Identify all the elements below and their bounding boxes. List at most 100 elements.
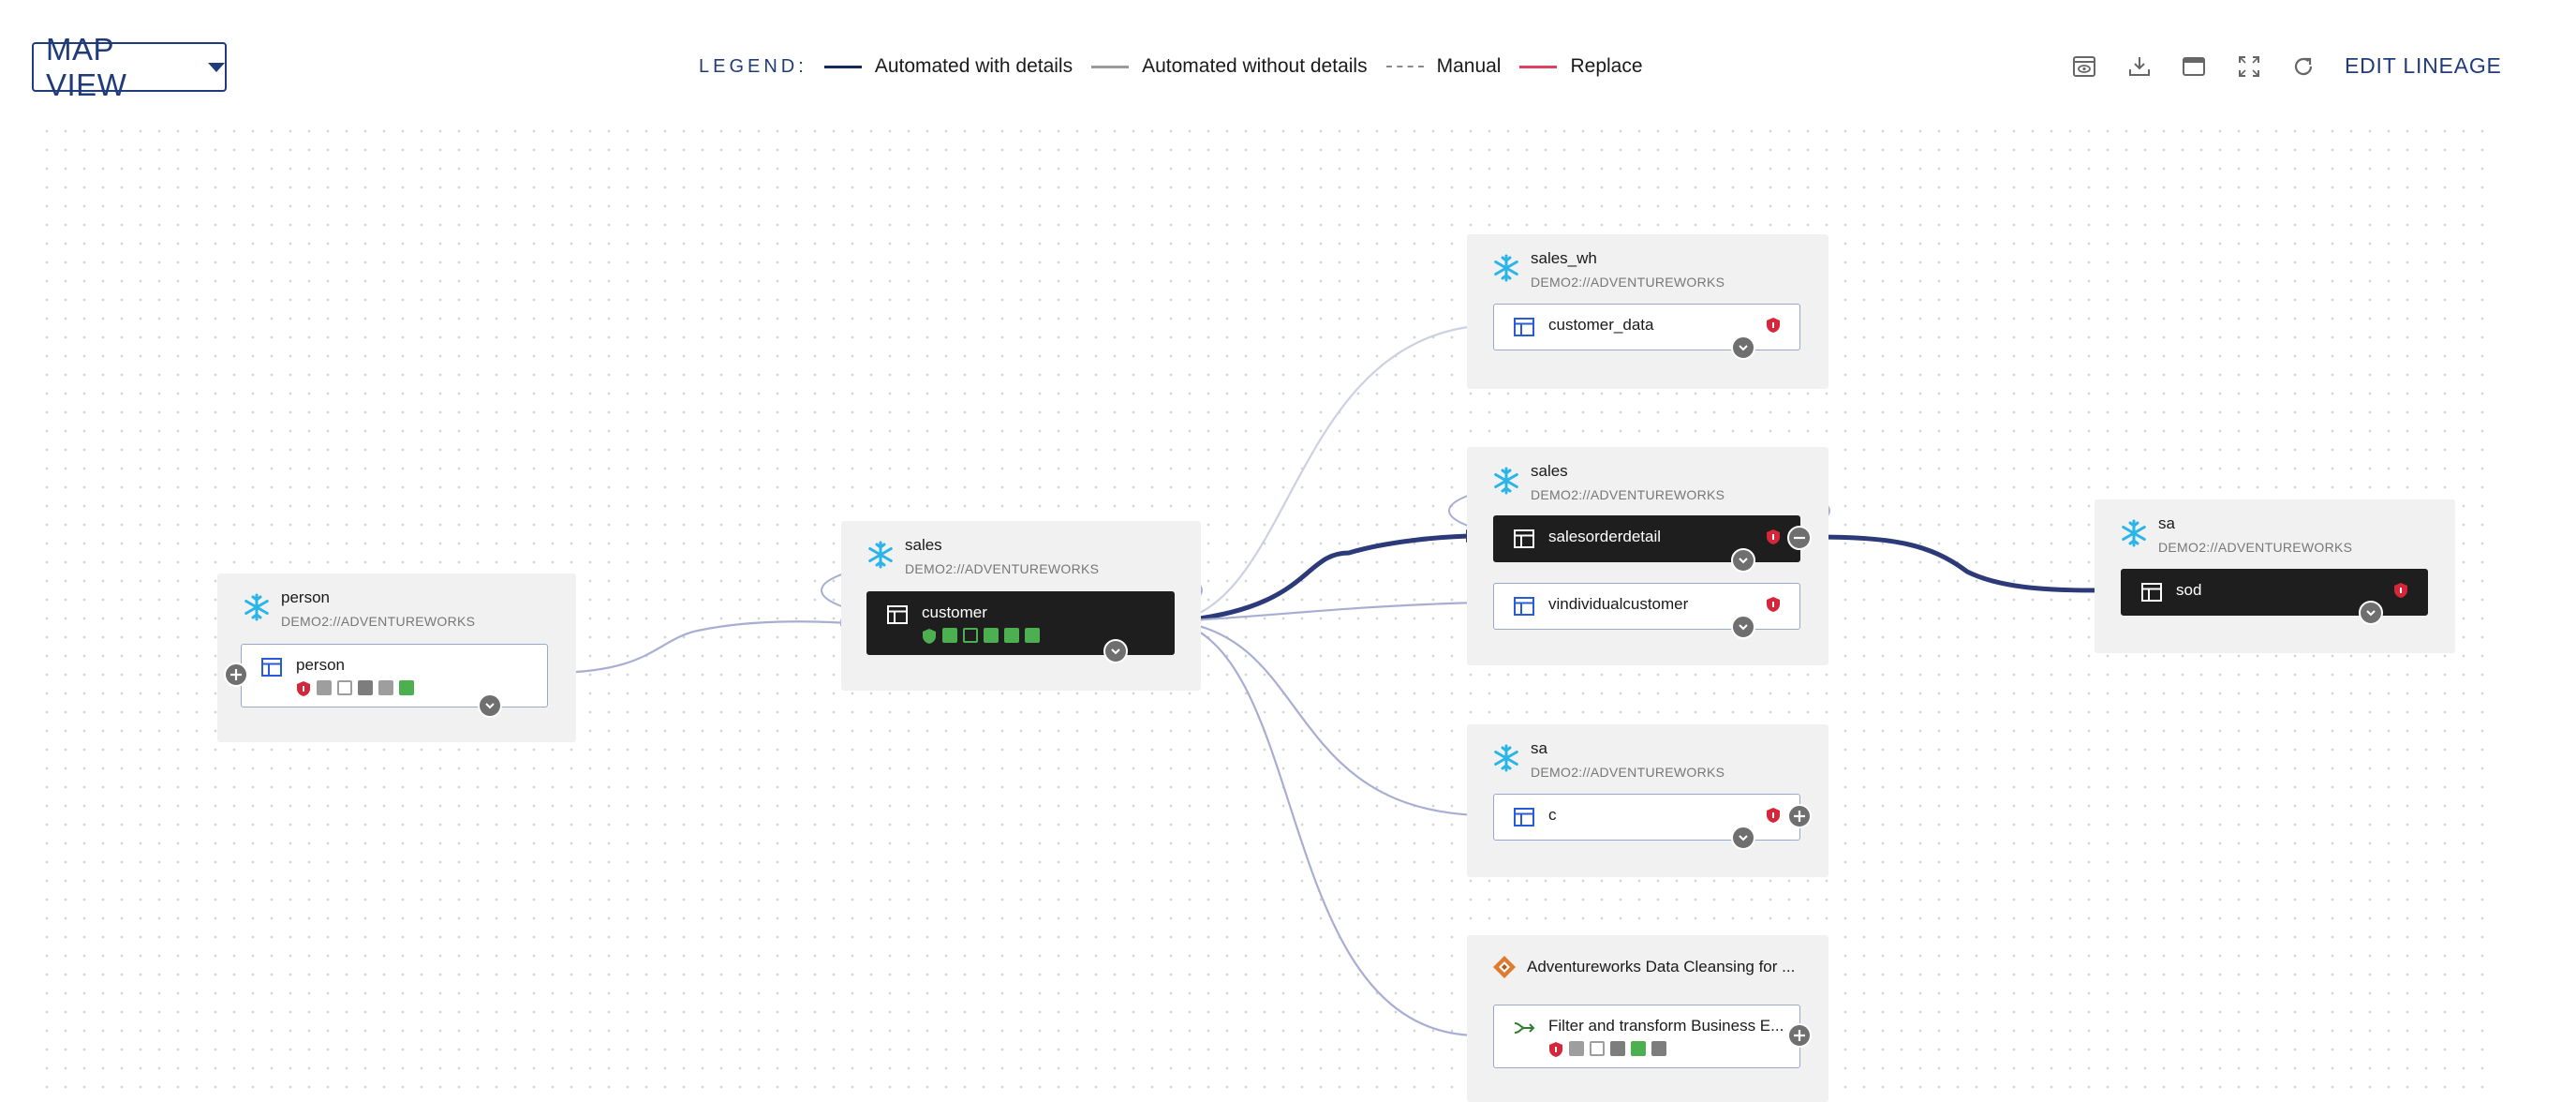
- plus-icon: [1794, 1030, 1805, 1041]
- group-header: person DEMO2://ADVENTUREWORKS: [242, 588, 475, 630]
- refresh-icon[interactable]: [2289, 52, 2317, 81]
- user-icon: [399, 680, 414, 695]
- group-header: Adventureworks Data Cleansing for ...: [1491, 954, 1795, 980]
- group-subtitle: DEMO2://ADVENTUREWORKS: [2158, 540, 2353, 555]
- mail-icon: [963, 628, 978, 643]
- table-icon: [1514, 529, 1534, 548]
- snowflake-icon: [2122, 519, 2146, 547]
- node-name: Filter and transform Business E...: [1548, 1017, 1784, 1035]
- download-icon[interactable]: [2125, 52, 2154, 81]
- expand-columns-button[interactable]: [478, 693, 502, 718]
- expand-columns-button[interactable]: [2359, 601, 2383, 625]
- chevron-down-icon: [1111, 648, 1120, 655]
- snowflake-icon: [868, 541, 893, 569]
- legend-label-manual: Manual: [1436, 55, 1502, 77]
- snowflake-icon: [1494, 254, 1518, 282]
- map-view-dropdown[interactable]: MAP VIEW: [32, 32, 227, 102]
- group-header: sales DEMO2://ADVENTUREWORKS: [866, 536, 1099, 577]
- shield-icon: [2394, 583, 2407, 598]
- snowflake-icon: [244, 593, 269, 621]
- group-subtitle: DEMO2://ADVENTUREWORKS: [1531, 487, 1725, 502]
- group-subtitle: DEMO2://ADVENTUREWORKS: [281, 614, 476, 629]
- mail-icon: [337, 680, 352, 695]
- chevron-down-icon: [208, 62, 225, 72]
- node-filter-transform[interactable]: Filter and transform Business E...: [1493, 1005, 1800, 1068]
- table-icon: [261, 658, 282, 677]
- group-title: sales: [1531, 462, 1568, 480]
- node-person[interactable]: person: [241, 644, 548, 707]
- fullscreen-icon[interactable]: [2235, 52, 2263, 81]
- info-icon: [358, 680, 373, 695]
- legend: LEGEND: Automated with details Automated…: [699, 52, 1662, 81]
- legend-title: LEGEND:: [699, 55, 807, 77]
- group-title: person: [281, 588, 330, 606]
- snowflake-icon: [1494, 467, 1518, 495]
- expand-downstream-button[interactable]: [1787, 804, 1812, 828]
- node-badges: [922, 628, 1040, 645]
- document-icon: [378, 680, 393, 695]
- map-view-label: MAP VIEW: [46, 31, 127, 102]
- group-title: sa: [2158, 514, 2175, 532]
- expand-columns-button[interactable]: [1731, 615, 1755, 639]
- shield-icon: [1767, 318, 1780, 333]
- eye-icon[interactable]: [2070, 52, 2098, 81]
- plus-icon: [1794, 811, 1805, 822]
- expand-columns-button[interactable]: [1731, 548, 1755, 573]
- minus-icon: [1794, 536, 1805, 540]
- info-icon: [1610, 1041, 1625, 1056]
- snowflake-icon: [1494, 744, 1518, 772]
- group-job[interactable]: Adventureworks Data Cleansing for ... Fi…: [1467, 935, 1828, 1102]
- group-subtitle: DEMO2://ADVENTUREWORKS: [1531, 765, 1725, 780]
- document-icon: [1004, 628, 1019, 643]
- expand-columns-button[interactable]: [1103, 639, 1128, 663]
- chevron-down-icon: [1739, 835, 1748, 841]
- group-sales-target[interactable]: sales DEMO2://ADVENTUREWORKS salesorderd…: [1467, 447, 1828, 665]
- node-vindividualcustomer[interactable]: vindividualcustomer: [1493, 583, 1800, 630]
- legend-label-replace: Replace: [1570, 55, 1643, 77]
- legend-swatch-automated-details: [823, 65, 862, 68]
- node-name: person: [296, 656, 345, 674]
- node-name: customer: [922, 603, 987, 621]
- node-badges: [1548, 1041, 1666, 1058]
- group-sales-source[interactable]: sales DEMO2://ADVENTUREWORKS customer: [841, 521, 1201, 691]
- edit-lineage-button[interactable]: EDIT LINEAGE: [2345, 53, 2502, 78]
- expand-columns-button[interactable]: [1731, 335, 1755, 360]
- group-title: sa: [1531, 739, 1547, 757]
- group-sa-sod[interactable]: sa DEMO2://ADVENTUREWORKS sod: [2095, 499, 2455, 653]
- expand-upstream-button[interactable]: [224, 663, 248, 687]
- shield-icon: [1767, 529, 1780, 544]
- group-header: sa DEMO2://ADVENTUREWORKS: [1491, 739, 1725, 781]
- group-header: sales DEMO2://ADVENTUREWORKS: [1491, 462, 1725, 503]
- expand-downstream-button[interactable]: [1787, 1023, 1812, 1048]
- group-sales-wh[interactable]: sales_wh DEMO2://ADVENTUREWORKS customer…: [1467, 234, 1828, 389]
- etl-job-icon: [1493, 956, 1516, 978]
- chevron-down-icon: [485, 703, 495, 709]
- group-person[interactable]: person DEMO2://ADVENTUREWORKS person: [217, 573, 576, 742]
- node-name: vindividualcustomer: [1548, 595, 1689, 613]
- group-subtitle: DEMO2://ADVENTUREWORKS: [905, 561, 1100, 576]
- chevron-down-icon: [2366, 610, 2376, 617]
- user-icon: [1651, 1041, 1666, 1056]
- collapse-downstream-button[interactable]: [1787, 526, 1812, 550]
- info-icon: [984, 628, 999, 643]
- table-icon: [887, 605, 908, 624]
- node-customer[interactable]: customer: [866, 591, 1175, 655]
- group-title: Adventureworks Data Cleansing for ...: [1527, 958, 1796, 975]
- plus-icon: [230, 669, 242, 680]
- window-icon[interactable]: [2180, 52, 2208, 81]
- top-toolbar: MAP VIEW LEGEND: Automated with details …: [0, 0, 2576, 122]
- group-header: sales_wh DEMO2://ADVENTUREWORKS: [1491, 249, 1725, 290]
- legend-label-automated-details: Automated with details: [874, 55, 1073, 77]
- legend-swatch-manual: [1385, 66, 1424, 67]
- transform-icon: [1514, 1022, 1535, 1034]
- mail-icon: [1590, 1041, 1605, 1056]
- table-icon: [1514, 808, 1534, 826]
- legend-swatch-automated-no-details: [1091, 65, 1130, 68]
- building-icon: [942, 628, 957, 643]
- shield-icon: [1549, 1042, 1562, 1057]
- expand-columns-button[interactable]: [1731, 826, 1755, 850]
- building-icon: [1569, 1041, 1584, 1056]
- shield-icon: [1767, 808, 1780, 823]
- group-sa-c[interactable]: sa DEMO2://ADVENTUREWORKS c: [1467, 724, 1828, 877]
- group-header: sa DEMO2://ADVENTUREWORKS: [2119, 514, 2352, 556]
